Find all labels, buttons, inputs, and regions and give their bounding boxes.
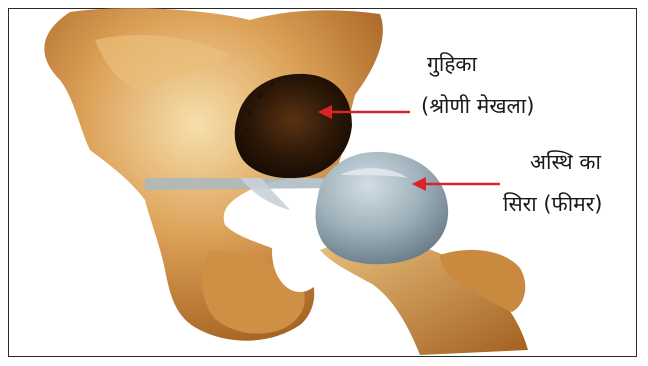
arrow-cavity	[318, 105, 410, 119]
label-head-line1: अस्थि का	[530, 152, 601, 173]
arrow-head	[412, 177, 500, 191]
label-cavity-line1: गुहिका	[427, 54, 477, 75]
femoral-head	[316, 152, 449, 264]
label-cavity-line2: (श्रोणी मेखला)	[421, 96, 534, 117]
ligament-band	[145, 178, 330, 190]
label-head-line2: सिरा (फीमर)	[503, 194, 603, 215]
